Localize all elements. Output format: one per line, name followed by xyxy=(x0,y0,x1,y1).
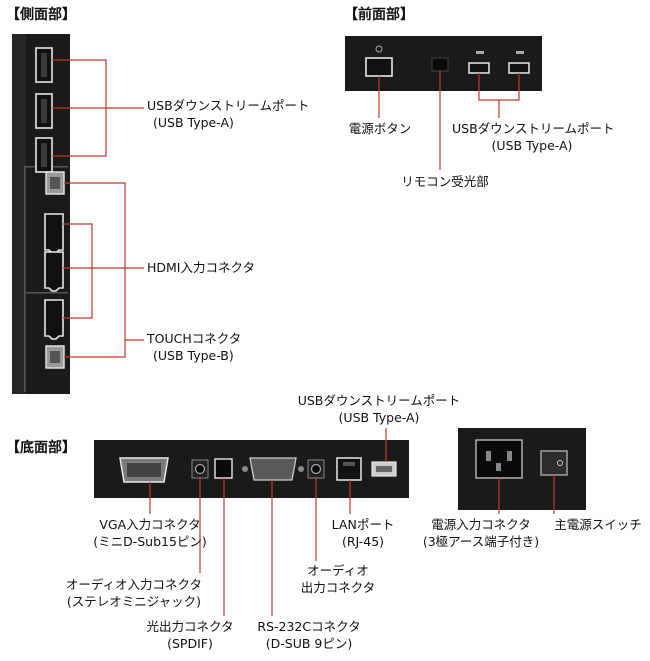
bottom-audio-in-port xyxy=(191,459,209,479)
main-power-switch-text: 主電源スイッチ xyxy=(554,517,642,532)
remote-sensor-label: リモコン受光部 xyxy=(400,173,490,190)
bottom-usb-port xyxy=(371,461,397,477)
power-input-line1: 電源入力コネクタ xyxy=(431,517,531,532)
bottom-optical-port xyxy=(214,458,233,479)
vga-input-line1: VGA入力コネクタ xyxy=(99,517,201,532)
power-input-line2: (3極アース端子付き) xyxy=(422,534,540,549)
power-button-text: 電源ボタン xyxy=(348,121,412,136)
usb-downstream-side-line1: USBダウンストリームポート xyxy=(147,98,310,113)
lan-port-label: LANポート (RJ-45) xyxy=(326,516,400,550)
main-power-switch xyxy=(540,450,568,476)
audio-input-line1: オーディオ入力コネクタ xyxy=(65,577,203,592)
touch-connector-line1: TOUCHコネクタ xyxy=(147,331,242,346)
usb-downstream-side-line2: (USB Type-A) xyxy=(153,115,234,130)
power-button-label: 電源ボタン xyxy=(344,120,416,137)
power-input-label: 電源入力コネクタ (3極アース端子付き) xyxy=(414,516,548,550)
rs232c-label: RS-232Cコネクタ (D-SUB 9ピン) xyxy=(254,618,364,652)
side-section-title: 【側面部】 xyxy=(6,7,76,23)
front-remote-sensor xyxy=(431,57,449,72)
bottom-lan-port xyxy=(336,457,362,481)
bottom-rs232c-port xyxy=(242,457,304,481)
hdmi-input-text: HDMI入力コネクタ xyxy=(147,260,255,275)
audio-output-line2: 出力コネクタ xyxy=(300,580,376,595)
audio-input-line2: (ステレオミニジャック) xyxy=(66,594,202,609)
bottom-section-title: 【底面部】 xyxy=(6,440,76,456)
usb-downstream-front-line2: (USB Type-A) xyxy=(491,138,573,153)
usb-downstream-side-label: USBダウンストリームポート (USB Type-A) xyxy=(147,97,310,131)
hdmi-input-label: HDMI入力コネクタ xyxy=(147,259,255,276)
audio-output-line1: オーディオ xyxy=(307,563,369,578)
bottom-leader-lines xyxy=(149,428,387,616)
audio-output-label: オーディオ 出力コネクタ xyxy=(298,562,378,596)
side-usb-leader-lines xyxy=(52,59,144,157)
touch-connector-label: TOUCHコネクタ (USB Type-B) xyxy=(147,330,241,364)
usb-downstream-bottom-label: USBダウンストリームポート (USB Type-A) xyxy=(294,392,464,426)
power-leader-lines xyxy=(498,475,555,514)
optical-output-line1: 光出力コネクタ xyxy=(146,619,234,634)
side-hdmi-leader-lines xyxy=(63,223,144,319)
usb-downstream-front-line1: USBダウンストリームポート xyxy=(452,121,615,136)
bottom-vga-port xyxy=(119,457,169,483)
power-inlet xyxy=(475,439,523,479)
optical-output-label: 光出力コネクタ (SPDIF) xyxy=(142,618,238,652)
side-usb-port-2 xyxy=(35,93,53,129)
rs232c-line1: RS-232Cコネクタ xyxy=(257,619,361,634)
side-usb-port-3 xyxy=(35,137,53,173)
side-hdmi-port-3 xyxy=(44,299,64,340)
bottom-audio-out-port xyxy=(307,459,325,479)
side-usb-port-1 xyxy=(35,47,53,83)
main-power-switch-label: 主電源スイッチ xyxy=(548,516,648,533)
side-touch-usb-b-port-1 xyxy=(45,171,65,195)
optical-output-line2: (SPDIF) xyxy=(167,636,213,651)
side-touch-usb-b-port-2 xyxy=(45,345,65,369)
audio-input-label: オーディオ入力コネクタ (ステレオミニジャック) xyxy=(54,576,214,610)
side-hdmi-port-2 xyxy=(44,251,64,292)
rs232c-line2: (D-SUB 9ピン) xyxy=(265,636,353,651)
usb-downstream-bottom-line2: (USB Type-A) xyxy=(338,410,420,425)
touch-connector-line2: (USB Type-B) xyxy=(153,348,234,363)
usb-downstream-bottom-line1: USBダウンストリームポート xyxy=(297,393,461,408)
front-section-title: 【前面部】 xyxy=(344,7,414,23)
vga-input-line2: (ミニD-Sub15ピン) xyxy=(93,534,207,549)
lan-port-line2: (RJ-45) xyxy=(341,534,385,549)
side-touch-leader-lines xyxy=(64,182,144,358)
vga-input-label: VGA入力コネクタ (ミニD-Sub15ピン) xyxy=(82,516,218,550)
front-leader-lines xyxy=(378,71,520,170)
usb-downstream-front-label: USBダウンストリームポート (USB Type-A) xyxy=(452,120,615,154)
side-hdmi-port-1 xyxy=(44,213,64,254)
lan-port-line1: LANポート xyxy=(331,517,395,532)
remote-sensor-text: リモコン受光部 xyxy=(401,174,489,189)
